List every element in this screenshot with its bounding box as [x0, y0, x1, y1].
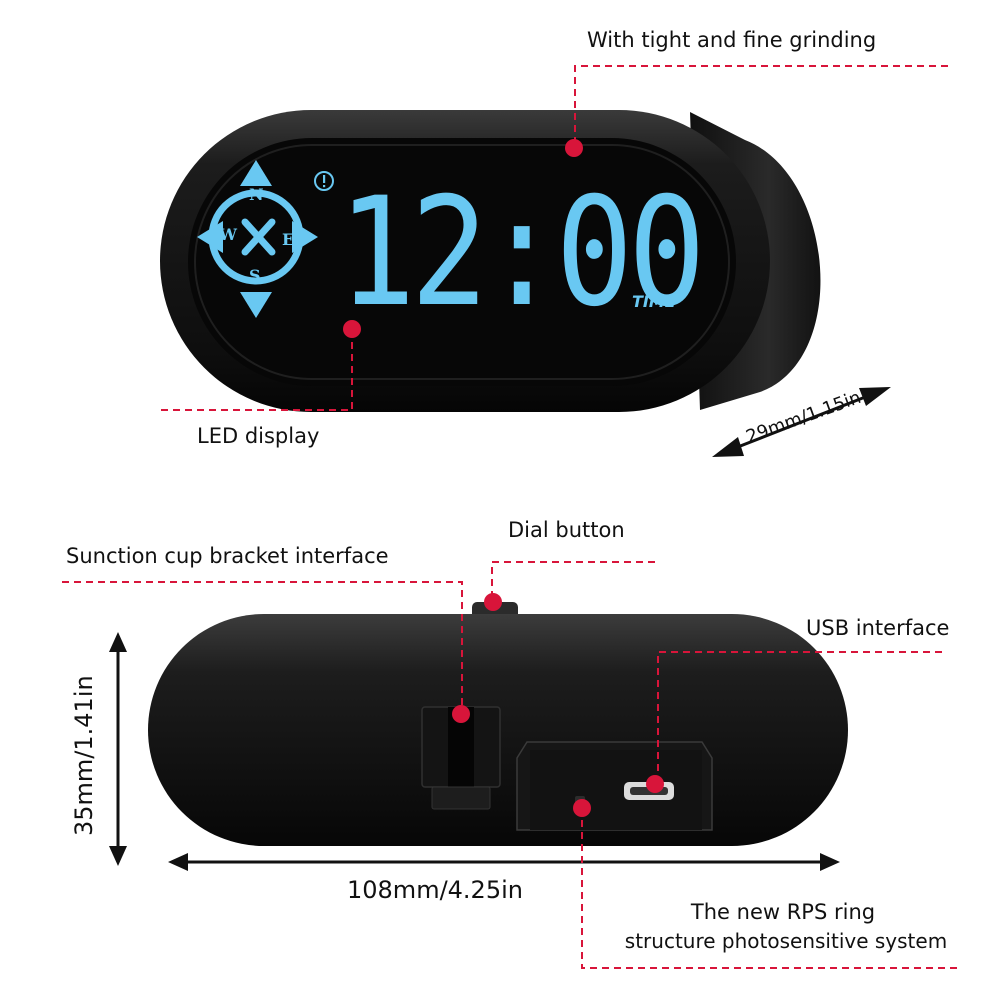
- compass-north-label: N: [249, 185, 264, 204]
- suction-bracket-slot: [421, 706, 501, 810]
- label-height: 35mm/1.41in: [70, 675, 98, 836]
- compass-arrow-right-icon: [292, 221, 318, 253]
- height-arrow: [109, 632, 127, 866]
- callout-dot-rps: [573, 799, 591, 817]
- device-bottom-view: [148, 602, 848, 846]
- time-readout: 12:00: [338, 166, 706, 340]
- callout-dot-usb: [646, 775, 664, 793]
- usb-module: [516, 741, 713, 831]
- callout-dot-suction: [452, 705, 470, 723]
- callout-dot-grinding: [565, 139, 583, 157]
- label-grinding: With tight and fine grinding: [587, 28, 877, 52]
- label-width: 108mm/4.25in: [347, 876, 523, 904]
- label-led-display: LED display: [197, 424, 320, 448]
- callout-line-rps: [581, 808, 960, 969]
- label-rps-line2: structure photosensitive system: [624, 929, 948, 953]
- compass-arrow-up-icon: [240, 160, 272, 186]
- callout-line-suction: [62, 581, 463, 714]
- callout-line-dial: [491, 561, 655, 600]
- width-arrow: [168, 853, 840, 871]
- device-front-view: [160, 110, 821, 412]
- compass-arrow-left-icon: [197, 221, 223, 253]
- callout-line-led: [160, 330, 353, 411]
- satellite-icon: [241, 218, 276, 256]
- label-rps-line1: The new RPS ring: [690, 900, 876, 924]
- callout-dot-dial: [484, 593, 502, 611]
- compass-icon: [197, 160, 318, 318]
- compass-east-label: E: [282, 230, 295, 249]
- label-suction-interface: Sunction cup bracket interface: [66, 544, 389, 568]
- callout-line-usb: [657, 651, 942, 784]
- compass-west-label: W: [219, 225, 237, 244]
- compass-arrow-down-icon: [240, 292, 272, 318]
- label-dial-button: Dial button: [508, 518, 625, 542]
- led-display-panel: [188, 138, 736, 386]
- callout-line-grinding: [574, 65, 948, 148]
- label-usb-interface: USB interface: [806, 616, 950, 640]
- callout-dot-led: [343, 320, 361, 338]
- compass-south-label: S: [249, 266, 261, 285]
- depth-arrow: [712, 387, 891, 457]
- exclamation-icon: [314, 171, 334, 191]
- time-unit-label: TIME: [632, 292, 676, 311]
